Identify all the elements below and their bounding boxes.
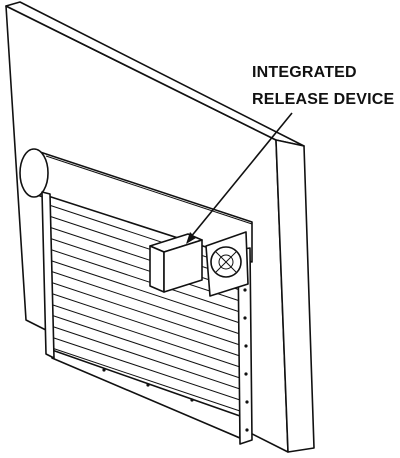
slat-line (50, 314, 241, 379)
motor-hub (218, 254, 234, 270)
slat-line (49, 303, 241, 368)
wall-right-edge (275, 139, 315, 453)
motor-spoke (215, 251, 237, 273)
rail-fastener (243, 288, 247, 292)
bottom-bar-fastener (146, 383, 150, 387)
hood-seam (45, 155, 253, 225)
rail-fastener (245, 428, 249, 432)
motor-unit (205, 231, 249, 297)
slat-line (49, 292, 241, 357)
left-guide-rail (41, 191, 55, 359)
slat-line (48, 259, 241, 324)
rail-fastener (244, 372, 248, 376)
callout-label-line-1: INTEGRATED (252, 64, 357, 81)
hood-end-cap (19, 148, 49, 198)
release-box-side (163, 239, 203, 293)
release-box-front (149, 245, 165, 293)
slat-line (51, 347, 241, 412)
callout-arrowhead (186, 232, 196, 244)
rail-fastener (245, 400, 249, 404)
callout-label-line-2: RELEASE DEVICE (252, 91, 395, 108)
callout-leader-line (189, 112, 293, 239)
slat-line (49, 270, 241, 335)
integrated-release-device (149, 233, 203, 293)
slat-line (48, 248, 241, 313)
slat-line (48, 237, 241, 302)
guide-rails (41, 191, 253, 445)
rail-fastener (243, 316, 247, 320)
slat-line (50, 336, 241, 401)
bottom-bar-fastener (190, 398, 194, 402)
slat-line (50, 325, 241, 390)
rail-fastener (244, 344, 248, 348)
bottom-bar-fastener (102, 368, 106, 372)
slat-line (49, 281, 241, 346)
